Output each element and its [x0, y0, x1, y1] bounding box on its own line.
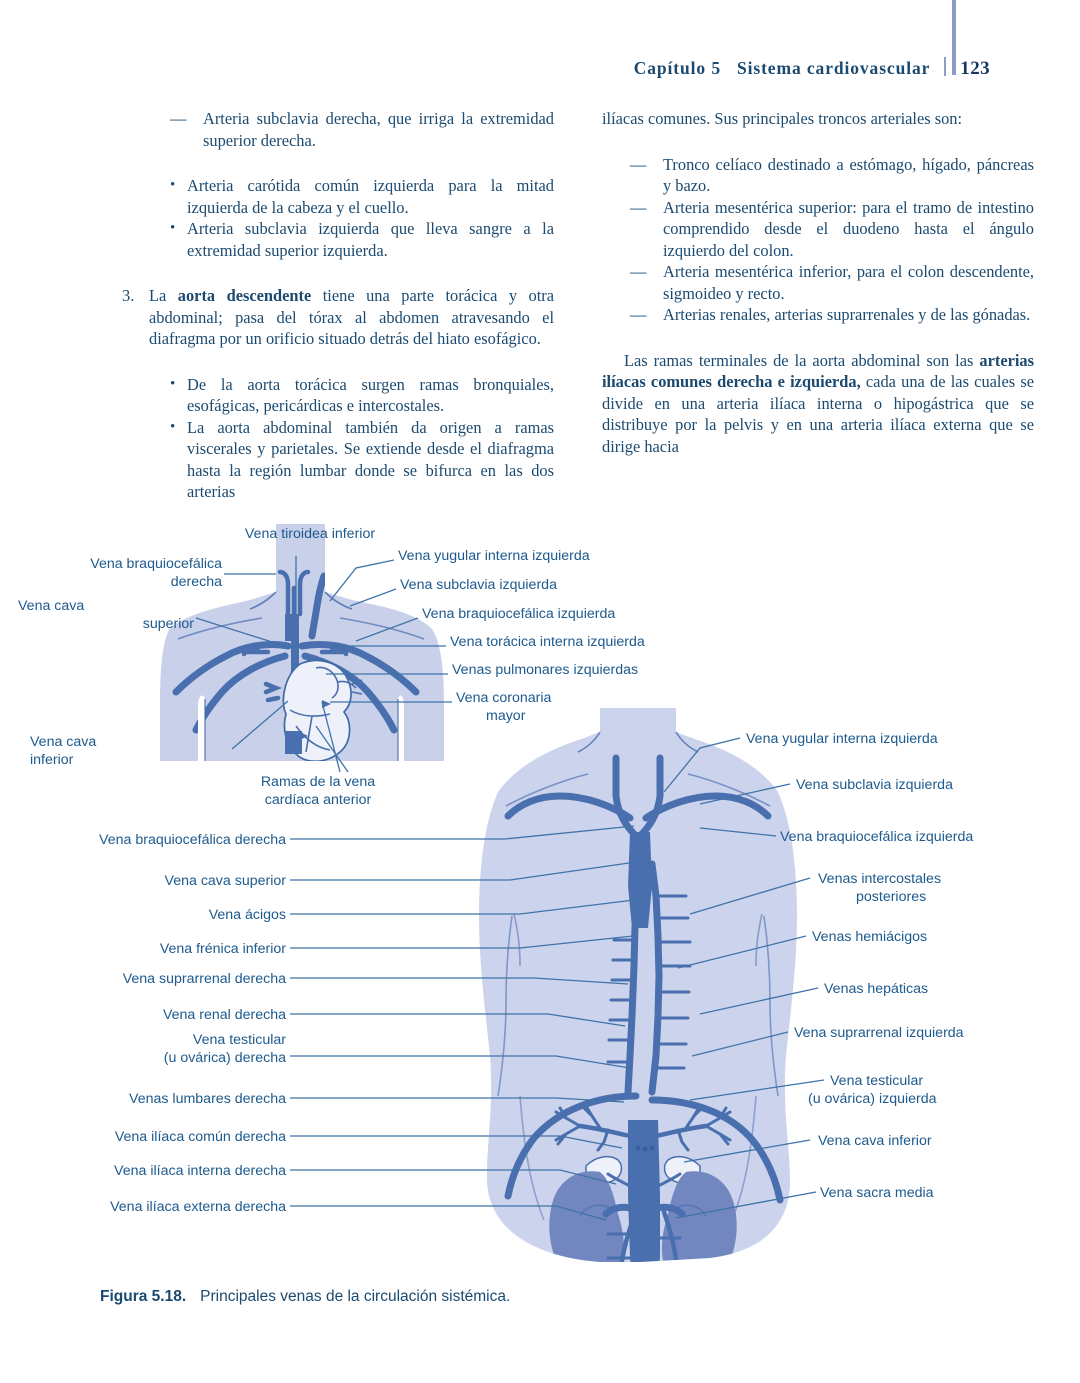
list-item: Arteria mesentérica superior: para el tr…: [630, 197, 1034, 262]
main-right-leader-lines: [663, 737, 825, 1219]
label-vena-yugular-interna-izquierda: Vena yugular interna izquierda: [398, 548, 590, 564]
figure-caption-text: Principales venas de la circulación sist…: [200, 1288, 511, 1305]
label-ramas-vena-cardiaca-anterior: Ramas de la vena: [261, 774, 375, 790]
left-numbered-list: La aorta descendente tiene una parte tor…: [122, 285, 554, 350]
label-vena-cava-superior-2: Vena cava superior: [165, 873, 287, 889]
label-venas-pulmonares-izquierdas: Venas pulmonares izquierdas: [452, 662, 638, 678]
list-item-numbered: La aorta descendente tiene una parte tor…: [122, 285, 554, 350]
label-vena-braquiocefalica-izquierda-2: Vena braquiocefálica izquierda: [780, 829, 973, 845]
running-head: Capítulo 5 Sistema cardiovascular 123: [634, 55, 990, 80]
label-vena-renal-derecha: Vena renal derecha: [163, 1007, 286, 1023]
numbered-text-prefix: La: [149, 286, 178, 305]
right-closing-paragraph: Las ramas terminales de la aorta abdomin…: [602, 350, 1034, 458]
list-item: Arterias renales, arterias suprarrenales…: [630, 304, 1034, 326]
label-vena-coronaria-mayor-line2: mayor: [486, 708, 526, 724]
label-vena-cava-inferior: Vena cava: [30, 734, 96, 750]
label-vena-yugular-interna-izquierda-2: Vena yugular interna izquierda: [746, 731, 938, 747]
label-vena-subclavia-izquierda-2: Vena subclavia izquierda: [796, 777, 953, 793]
running-head-chapter: Capítulo 5: [633, 58, 721, 78]
running-head-divider: [944, 57, 947, 76]
list-item: De la aorta torácica surgen ramas bronqu…: [167, 374, 554, 417]
main-left-labels: Vena braquiocefálica derecha Vena cava s…: [99, 832, 286, 1215]
left-dash-list-top: Arteria subclavia derecha, que irriga la…: [170, 108, 554, 151]
label-vena-suprarrenal-derecha: Vena suprarrenal derecha: [123, 971, 286, 987]
numbered-text-bold: aorta descendente: [177, 286, 312, 305]
top-panel-leader-lines: [195, 556, 452, 773]
label-vena-cava-inferior-2: Vena cava inferior: [818, 1133, 932, 1149]
list-item: Arteria subclavia izquierda que lleva sa…: [167, 218, 554, 261]
closing-bold: arterias ilíacas comunes derecha e izqui…: [602, 350, 1034, 392]
label-vena-braquiocefalica-derecha-2: Vena braquiocefálica derecha: [99, 832, 286, 848]
label-vena-iliaca-comun-derecha: Vena ilíaca común derecha: [115, 1129, 286, 1145]
label-vena-testicular-derecha: Vena testicular: [193, 1032, 286, 1048]
label-vena-frenica-inferior: Vena frénica inferior: [160, 941, 286, 957]
header-decorative-bar: [952, 0, 956, 75]
main-left-leader-lines: [290, 825, 637, 1221]
label-vena-acigos: Vena ácigos: [209, 907, 286, 923]
right-dash-list: Tronco celíaco destinado a estómago, híg…: [630, 154, 1034, 326]
label-vena-tiroidea-inferior: Vena tiroidea inferior: [245, 526, 375, 542]
label-vena-cava-inferior-line2: inferior: [30, 752, 74, 768]
main-right-labels: Vena yugular interna izquierda Vena subc…: [746, 731, 973, 1201]
page-number: 123: [960, 58, 990, 79]
list-item: Tronco celíaco destinado a estómago, híg…: [630, 154, 1034, 197]
main-torso-illustration: [479, 708, 797, 1262]
label-vena-subclavia-izquierda: Vena subclavia izquierda: [400, 577, 557, 593]
label-venas-intercostales-posteriores-line2: posteriores: [856, 889, 926, 905]
label-vena-testicular-izquierda-line2: (u ovárica) izquierda: [808, 1091, 937, 1107]
label-vena-cava-superior: Vena cava: [18, 598, 84, 614]
label-vena-testicular-izquierda: Vena testicular: [830, 1073, 923, 1089]
list-item: La aorta abdominal también da origen a r…: [167, 417, 554, 503]
label-venas-hepaticas: Venas hepáticas: [824, 981, 928, 997]
figure-caption: Figura 5.18. Principales venas de la circ…: [100, 1288, 510, 1306]
left-column: Arteria subclavia derecha, que irriga la…: [122, 108, 554, 503]
right-column: ilíacas comunes. Sus principales troncos…: [602, 108, 1034, 503]
label-venas-hemiacigos: Venas hemiácigos: [812, 929, 927, 945]
numbered-text-rest: tiene una parte torácica y otra abdomina…: [149, 286, 554, 348]
right-intro-paragraph: ilíacas comunes. Sus principales troncos…: [602, 109, 963, 128]
label-vena-iliaca-interna-derecha: Vena ilíaca interna derecha: [114, 1163, 286, 1179]
body-columns: Arteria subclavia derecha, que irriga la…: [122, 108, 1034, 503]
label-vena-suprarrenal-izquierda: Vena suprarrenal izquierda: [794, 1025, 964, 1041]
list-item: Arteria carótida común izquierda para la…: [167, 175, 554, 218]
left-bullet-list-top: Arteria carótida común izquierda para la…: [167, 175, 554, 261]
label-venas-intercostales-posteriores: Venas intercostales: [818, 871, 941, 887]
label-vena-braquiocefalica-derecha-line2: derecha: [171, 574, 222, 590]
label-vena-iliaca-externa-derecha: Vena ilíaca externa derecha: [110, 1199, 286, 1215]
running-head-title: Sistema cardiovascular: [736, 58, 931, 78]
label-vena-sacra-media: Vena sacra media: [820, 1185, 934, 1201]
label-vena-braquiocefalica-derecha: Vena braquiocefálica: [90, 556, 222, 572]
label-vena-braquiocefalica-izquierda: Vena braquiocefálica izquierda: [422, 606, 615, 622]
label-vena-coronaria-mayor: Vena coronaria: [456, 690, 552, 706]
left-bullet-list-bottom: De la aorta torácica surgen ramas bronqu…: [167, 374, 554, 503]
label-ramas-vena-cardiaca-anterior-line2: cardíaca anterior: [265, 792, 372, 808]
figure-caption-label: Figura 5.18.: [100, 1288, 187, 1305]
list-item: Arteria subclavia derecha, que irriga la…: [170, 108, 554, 151]
label-vena-testicular-derecha-line2: (u ovárica) derecha: [164, 1050, 286, 1066]
closing-prefix: Las ramas terminales de la aorta abdomin…: [624, 350, 980, 370]
list-item: Arteria mesentérica inferior, para el co…: [630, 261, 1034, 304]
label-venas-lumbares-derecha: Venas lumbares derecha: [129, 1091, 286, 1107]
figure-5-18: .body { fill:#c9d0ea; } .body2 { fill:#c…: [0, 496, 1080, 1286]
closing-rest: cada una de las cuales se divide en una …: [602, 372, 1034, 456]
label-vena-cava-superior-line2: superior: [143, 616, 195, 632]
label-vena-toracica-interna-izquierda: Vena torácica interna izquierda: [450, 634, 645, 650]
top-panel-labels: Vena tiroidea inferior Vena braquiocefál…: [18, 526, 645, 808]
